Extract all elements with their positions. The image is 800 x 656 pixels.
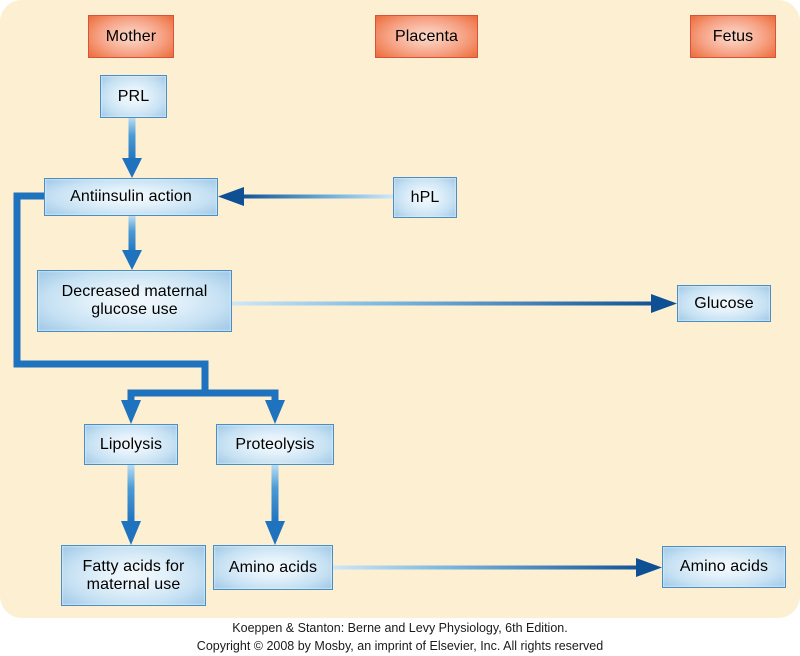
column-header-mother: Mother [88, 15, 174, 58]
node-antiinsulin-action: Antiinsulin action [44, 178, 218, 216]
node-decreased-line2: glucose use [91, 301, 178, 318]
node-lipolysis-label: Lipolysis [99, 435, 163, 453]
column-header-fetus-label: Fetus [712, 27, 754, 45]
node-proteolysis: Proteolysis [216, 424, 334, 465]
node-amino-acids-maternal: Amino acids [213, 545, 333, 590]
column-header-mother-label: Mother [105, 27, 157, 45]
figure-caption: Koeppen & Stanton: Berne and Levy Physio… [0, 620, 800, 656]
node-glucose: Glucose [677, 285, 771, 322]
node-fatty-acids-line1: Fatty acids for [82, 557, 185, 575]
node-amino-acids-fetal: Amino acids [662, 546, 786, 588]
node-prl: PRL [100, 75, 167, 118]
node-fatty-acids-for-maternal-use: Fatty acids for maternal use [61, 545, 206, 606]
node-amino-acids-maternal-label: Amino acids [228, 558, 318, 576]
node-antiinsulin-action-label: Antiinsulin action [70, 188, 192, 206]
node-decreased-line1: Decreased maternal [61, 283, 208, 301]
node-hpl-label: hPL [410, 188, 440, 206]
node-decreased-maternal-glucose-use: Decreased maternal glucose use [37, 270, 232, 332]
node-hpl: hPL [393, 177, 457, 218]
node-prl-label: PRL [117, 87, 150, 105]
node-lipolysis: Lipolysis [84, 424, 178, 465]
node-proteolysis-label: Proteolysis [235, 435, 315, 453]
node-glucose-label: Glucose [694, 294, 754, 312]
caption-line-2: Copyright © 2008 by Mosby, an imprint of… [196, 638, 604, 653]
node-fatty-acids-line2: maternal use [86, 575, 181, 593]
column-header-placenta: Placenta [375, 15, 478, 58]
caption-line-1: Koeppen & Stanton: Berne and Levy Physio… [232, 621, 568, 635]
column-header-placenta-label: Placenta [394, 27, 459, 45]
node-amino-acids-fetal-label: Amino acids [679, 558, 769, 576]
column-header-fetus: Fetus [690, 15, 776, 58]
